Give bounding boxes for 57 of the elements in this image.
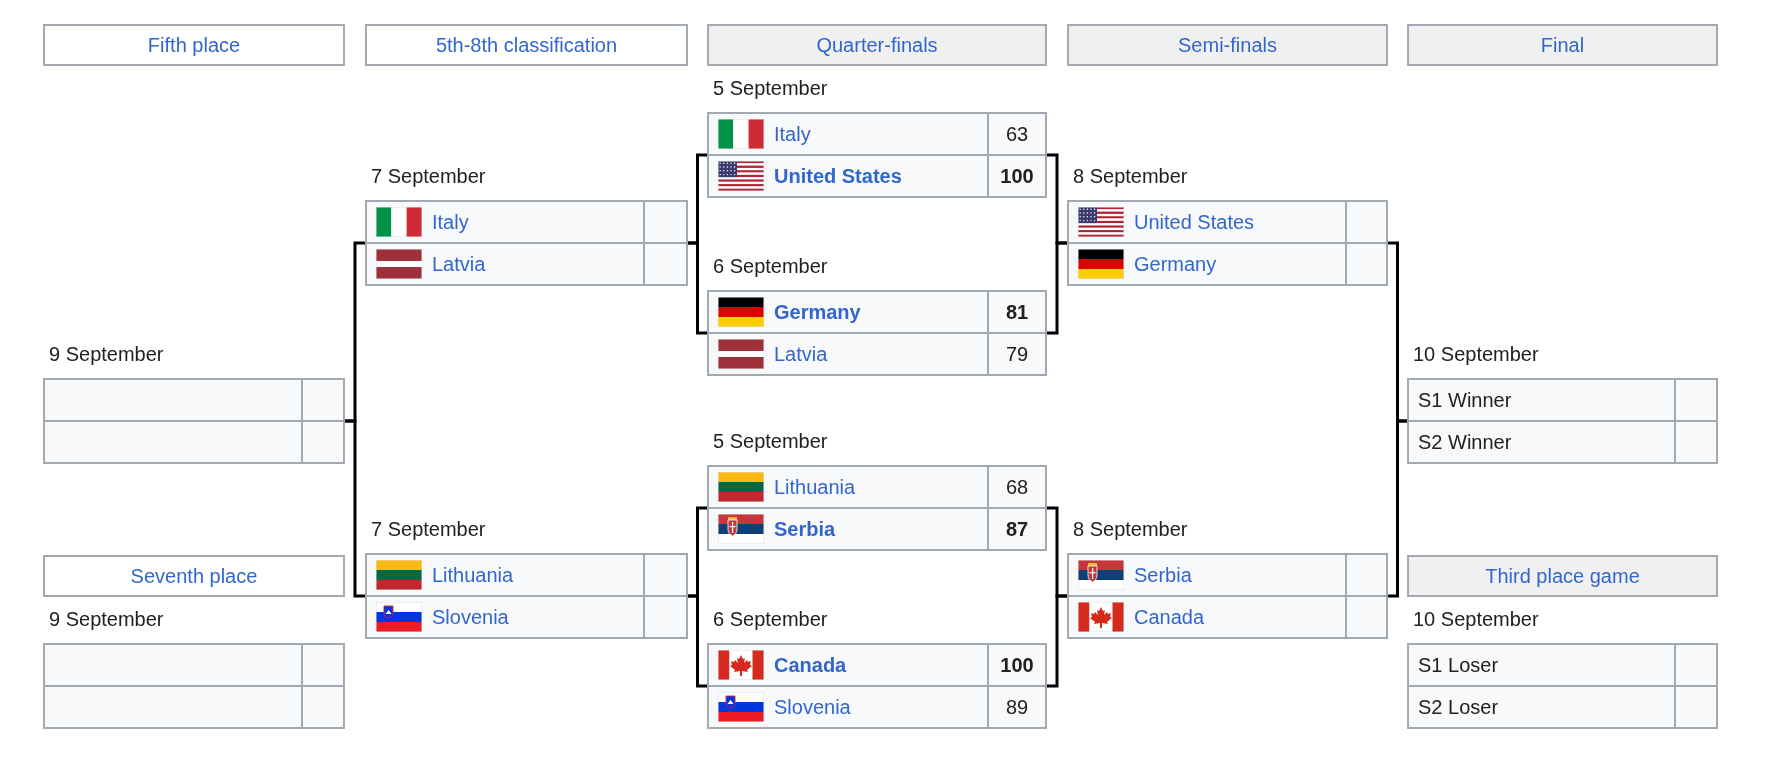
bracket-line (688, 241, 707, 335)
match-date: 6 September (713, 607, 828, 631)
team-name: S2 Winner (1418, 430, 1512, 454)
match-date: 9 September (49, 607, 164, 631)
team-name: United States (1134, 210, 1255, 234)
match-table (365, 200, 688, 286)
team-name: S1 Winner (1418, 388, 1512, 412)
match-table (707, 112, 1047, 198)
team-name: Italy (774, 122, 811, 146)
team-name: Germany (774, 300, 861, 324)
match-table (1407, 643, 1718, 729)
team-name: United States (774, 164, 902, 188)
bracket-line (345, 419, 365, 598)
team-name: Lithuania (432, 563, 514, 587)
match-date: 6 September (713, 254, 828, 278)
match-date: 5 September (713, 429, 828, 453)
match-date: 10 September (1413, 342, 1539, 366)
match-date: 7 September (371, 517, 486, 541)
match-table (1407, 378, 1718, 464)
round-header: Seventh place (43, 555, 345, 597)
team-name: Serbia (774, 517, 836, 541)
team-name: Italy (432, 210, 469, 234)
match-table (1067, 200, 1388, 286)
team-name: Serbia (1134, 563, 1192, 587)
team-name: Canada (774, 653, 847, 677)
match-table (707, 290, 1047, 376)
match-table (43, 643, 345, 729)
match-table (707, 465, 1047, 551)
match-table (707, 643, 1047, 729)
round-header: Semi-finals (1067, 24, 1388, 66)
match-date: 9 September (49, 342, 164, 366)
round-header: Final (1407, 24, 1718, 66)
team-name: Slovenia (432, 605, 509, 629)
team-name: Germany (1134, 252, 1217, 276)
team-name: Canada (1134, 605, 1205, 629)
team-name: Latvia (774, 342, 828, 366)
match-table (365, 553, 688, 639)
team-name: S2 Loser (1418, 695, 1499, 719)
match-date: 8 September (1073, 164, 1188, 188)
match-date: 5 September (713, 76, 828, 100)
team-name: Slovenia (774, 695, 851, 719)
match-table (1067, 553, 1388, 639)
match-table (43, 378, 345, 464)
match-date: 8 September (1073, 517, 1188, 541)
match-date: 10 September (1413, 607, 1539, 631)
bracket-line (688, 594, 707, 688)
team-name: Latvia (432, 252, 486, 276)
round-header: Quarter-finals (707, 24, 1047, 66)
team-name: S1 Loser (1418, 653, 1499, 677)
match-date: 7 September (371, 164, 486, 188)
team-name: Lithuania (774, 475, 856, 499)
round-header: Fifth place (43, 24, 345, 66)
round-header: 5th-8th classification (365, 24, 688, 66)
round-header: Third place game (1407, 555, 1718, 597)
bracket-line (1388, 419, 1407, 598)
bracket-line (1047, 594, 1067, 688)
bracket-line (1047, 241, 1067, 335)
